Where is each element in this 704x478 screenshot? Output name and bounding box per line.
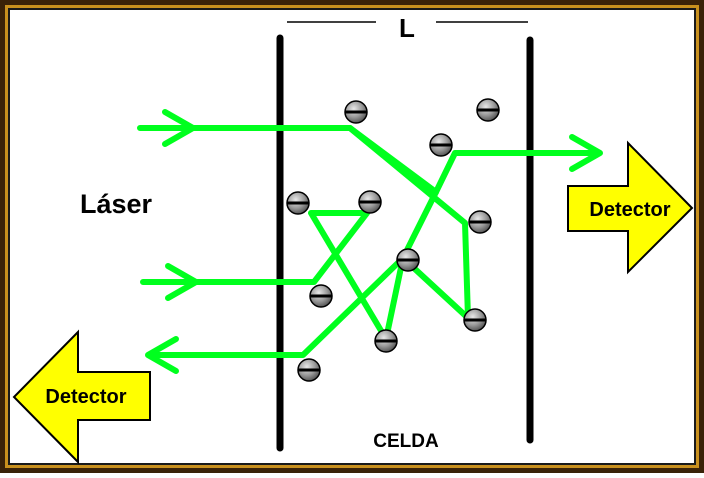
beam-arrowhead-middle <box>165 263 199 301</box>
beam-arrowhead-exit-right <box>569 134 603 172</box>
particle <box>396 248 420 272</box>
particle <box>476 98 500 122</box>
particle <box>286 191 310 215</box>
beam-arrowhead-back-left <box>145 336 179 374</box>
particle <box>358 190 382 214</box>
cell-label: CELDA <box>373 431 439 452</box>
beam-segment-2 <box>400 189 439 261</box>
detector-left-arrow <box>12 329 151 465</box>
particle <box>429 133 453 157</box>
detector-right-arrow <box>567 140 694 275</box>
beam-arrowhead-top <box>162 109 196 147</box>
particle <box>344 100 368 124</box>
beam-exit-right <box>433 150 601 195</box>
detector-right-label: Detector <box>589 199 670 221</box>
width-label: L <box>399 13 415 43</box>
particle <box>468 210 492 234</box>
laser-label: Láser <box>80 189 153 219</box>
beam-back-left <box>147 255 406 358</box>
particles <box>286 98 500 382</box>
particle <box>297 358 321 382</box>
particle <box>374 329 398 353</box>
beam-segment <box>347 125 439 195</box>
particle <box>309 284 333 308</box>
detector-left-label: Detector <box>45 386 126 408</box>
laser-beams <box>137 109 603 374</box>
beam-path-a <box>137 125 471 342</box>
particle <box>463 308 487 332</box>
